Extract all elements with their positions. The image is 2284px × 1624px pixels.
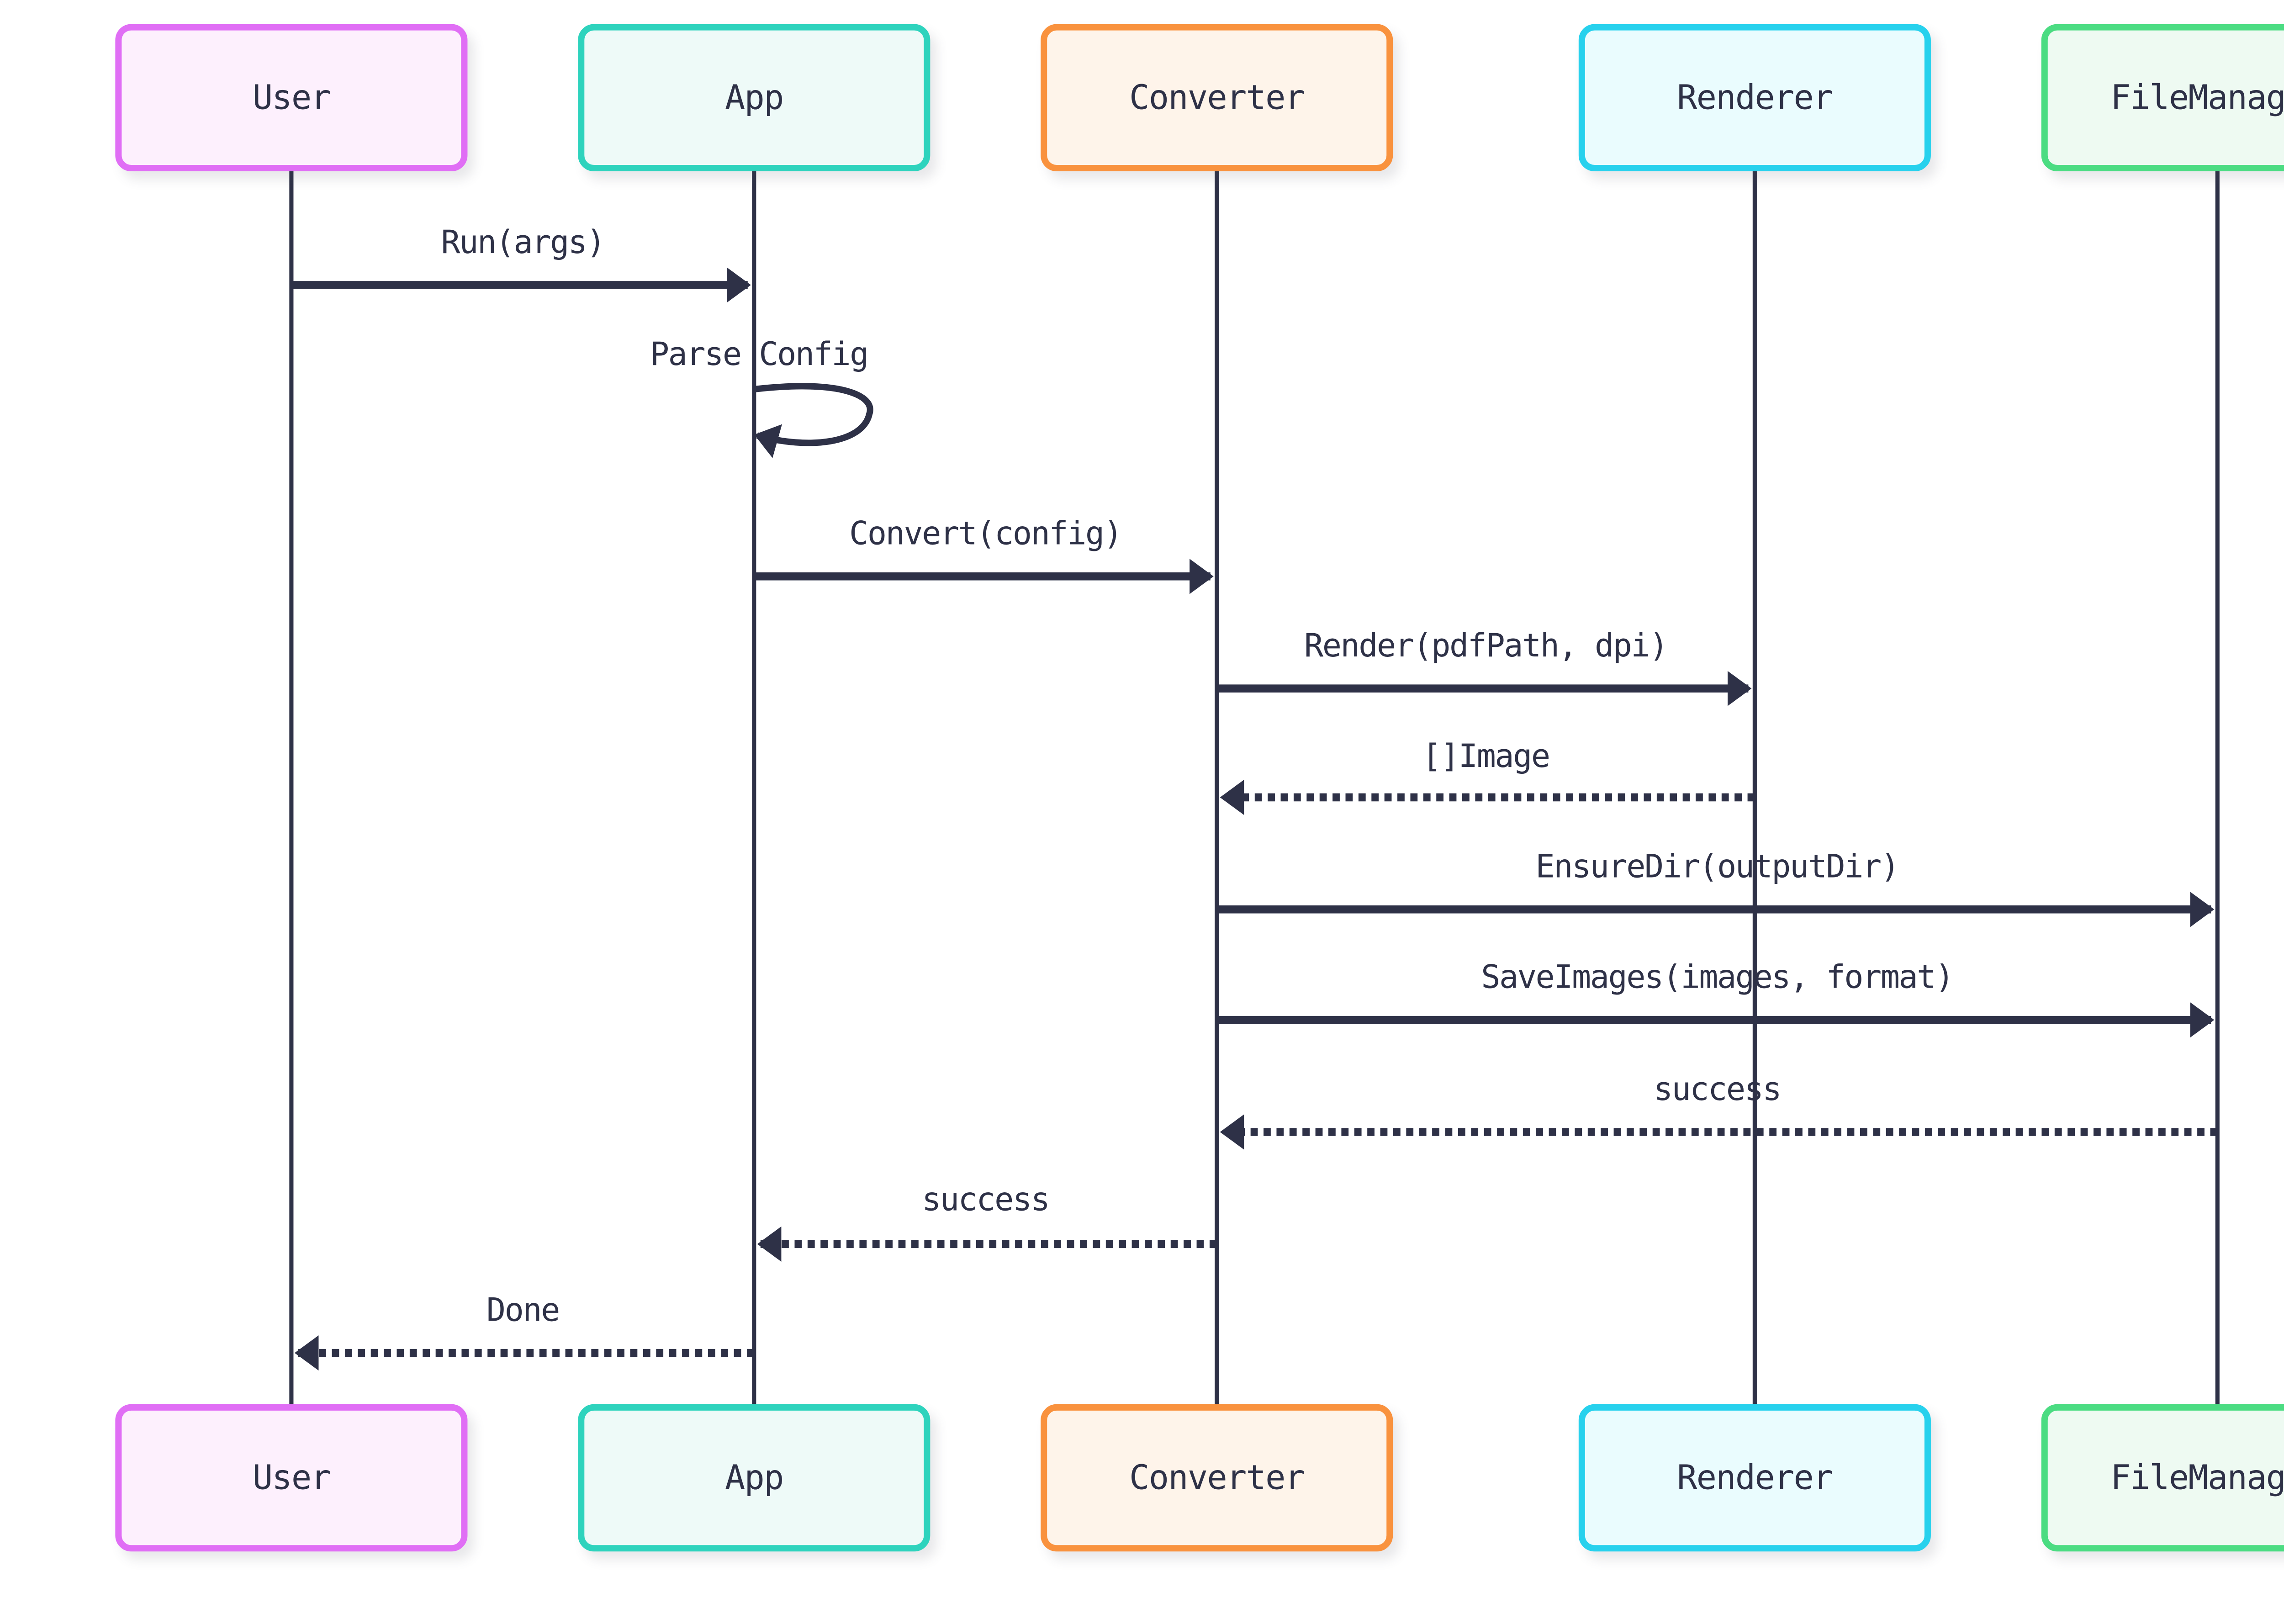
actor-label-renderer-bottom: Renderer <box>1677 1458 1833 1497</box>
actor-box-filemanager-top: FileManager <box>2041 24 2284 172</box>
actor-box-filemanager-bottom: FileManager <box>2041 1404 2284 1552</box>
self-loop-arrow-parse-config <box>754 383 873 458</box>
message-label-6: SaveImages(images, format) <box>1481 957 1954 996</box>
actor-label-app-top: App <box>724 77 784 116</box>
actor-label-user-top: User <box>252 77 331 116</box>
message-label-5: EnsureDir(outputDir) <box>1535 847 1900 886</box>
actor-box-converter-top: Converter <box>1041 24 1393 172</box>
actor-box-renderer-top: Renderer <box>1578 24 1931 172</box>
actor-label-renderer-top: Renderer <box>1677 77 1833 116</box>
message-label-4: []Image <box>1422 736 1550 775</box>
actor-box-app-top: App <box>578 24 931 172</box>
actor-box-user-top: User <box>115 24 468 172</box>
actor-label-user-bottom: User <box>252 1458 331 1497</box>
message-label-0: Run(args) <box>441 222 605 261</box>
actor-label-converter-bottom: Converter <box>1129 1458 1305 1497</box>
message-label-9: Done <box>486 1290 560 1329</box>
message-label-3: Render(pdfPath, dpi) <box>1304 626 1668 665</box>
actor-label-app-bottom: App <box>724 1458 784 1497</box>
message-label-8: success <box>922 1180 1050 1219</box>
actor-box-user-bottom: User <box>115 1404 468 1552</box>
actor-label-filemanager-top: FileManager <box>2110 77 2284 116</box>
message-label-1: Parse Config <box>650 334 869 373</box>
message-label-2: Convert(config) <box>849 514 1123 553</box>
actor-box-converter-bottom: Converter <box>1041 1404 1393 1552</box>
actor-box-renderer-bottom: Renderer <box>1578 1404 1931 1552</box>
actor-label-filemanager-bottom: FileManager <box>2110 1458 2284 1497</box>
actor-label-converter-top: Converter <box>1129 77 1305 116</box>
message-label-7: success <box>1653 1069 1782 1108</box>
actor-box-app-bottom: App <box>578 1404 931 1552</box>
